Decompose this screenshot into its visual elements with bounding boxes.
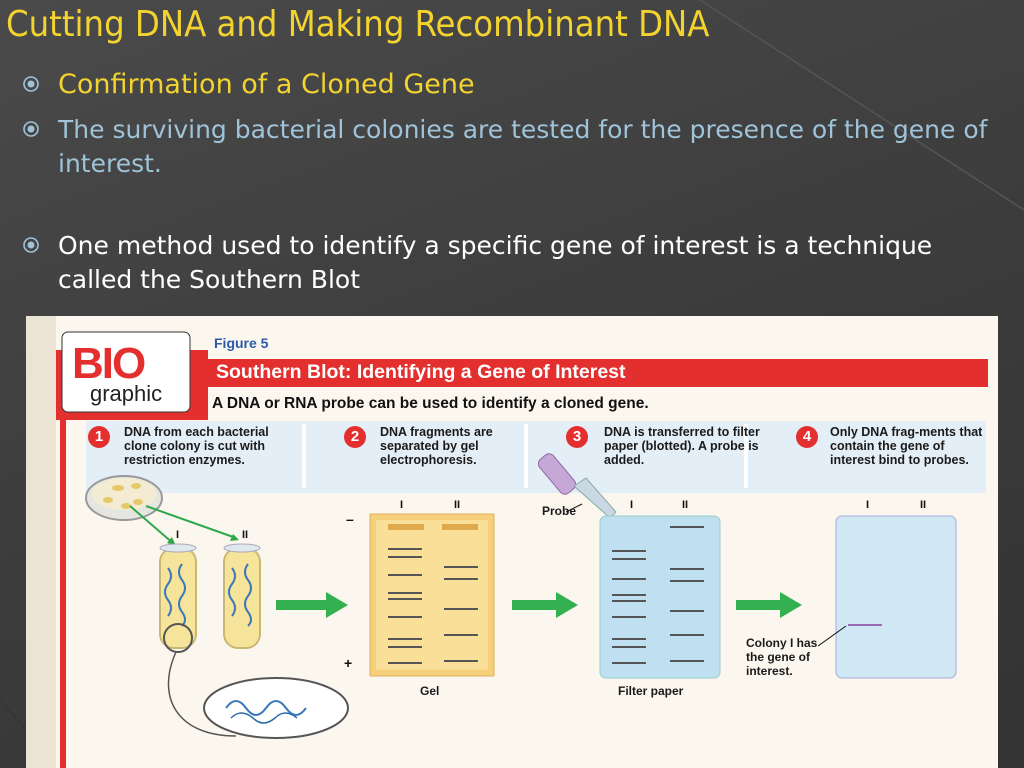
- probe-label: Probe: [542, 504, 577, 518]
- bullet-text: Confirmation of a Cloned Gene: [58, 69, 475, 100]
- svg-text:I: I: [176, 529, 179, 541]
- figure-subtitle: A DNA or RNA probe can be used to identi…: [212, 395, 649, 412]
- figure-number: Figure 5: [214, 335, 269, 351]
- svg-text:II: II: [682, 499, 688, 511]
- bullet-icon: [23, 121, 39, 137]
- step-number: 1: [88, 426, 110, 448]
- figure-title: Southern Blot: Identifying a Gene of Int…: [216, 361, 626, 383]
- colony-note: Colony I has the gene of interest.: [746, 636, 818, 678]
- step-number: 2: [344, 426, 366, 448]
- svg-text:I: I: [400, 499, 403, 511]
- bullet-icon: [23, 76, 39, 92]
- svg-text:II: II: [454, 499, 460, 511]
- svg-text:–: –: [346, 511, 354, 527]
- svg-text:I: I: [866, 499, 869, 511]
- figure-illustration: I II – + I II: [26, 316, 998, 768]
- step-description: Only DNA frag-ments that contain the gen…: [830, 425, 983, 467]
- bullet-icon: [23, 237, 39, 253]
- figure-title-banner: Southern Blot: Identifying a Gene of Int…: [208, 359, 988, 387]
- bullet-text: One method used to identify a specific g…: [58, 231, 933, 294]
- step-description: DNA fragments are separated by gel elect…: [380, 425, 493, 467]
- svg-text:+: +: [344, 655, 352, 671]
- bullet-text: The surviving bacterial colonies are tes…: [58, 115, 988, 178]
- biographic-logo: BIO graphic: [72, 339, 163, 406]
- step-number: 3: [566, 426, 588, 448]
- southern-blot-figure: I II – + I II: [26, 316, 998, 768]
- svg-text:II: II: [920, 499, 926, 511]
- svg-text:II: II: [242, 529, 248, 541]
- step-description: DNA is transferred to filter paper (blot…: [604, 425, 760, 467]
- step-description: DNA from each bacterial clone colony is …: [124, 425, 269, 467]
- svg-text:I: I: [630, 499, 633, 511]
- filter-paper-label: Filter paper: [618, 684, 684, 698]
- gel-label: Gel: [420, 684, 440, 698]
- slide-title: Cutting DNA and Making Recombinant DNA: [6, 4, 710, 45]
- step-number: 4: [796, 426, 818, 448]
